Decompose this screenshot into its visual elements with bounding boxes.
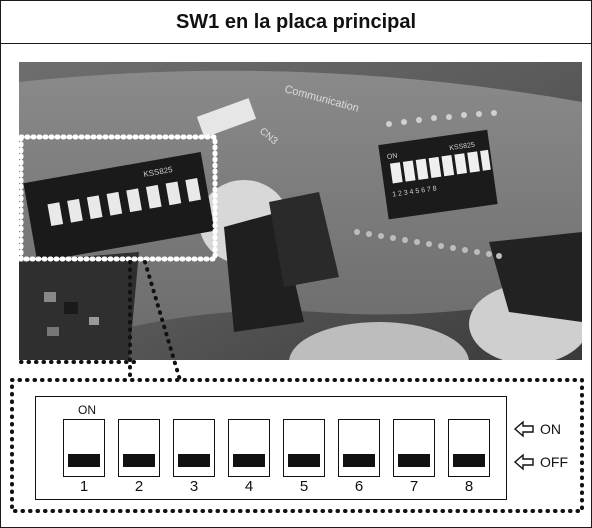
dip-switch-knob	[123, 454, 155, 467]
dip-switch-2	[118, 419, 160, 477]
connector	[196, 98, 257, 138]
dip-switch-1	[63, 419, 105, 477]
dip-switch-8	[448, 419, 490, 477]
dip-switch-number: 5	[299, 478, 309, 495]
legend-on-label: ON	[540, 421, 561, 437]
dip-switch-knob	[288, 454, 320, 467]
legend-off-row: OFF	[513, 451, 568, 473]
svg-text:ON: ON	[387, 153, 398, 161]
dip-switch-number: 3	[189, 478, 199, 495]
dip-switch-6	[338, 419, 380, 477]
dip-switch-5	[283, 419, 325, 477]
left-dip-switch: KSS825	[23, 151, 215, 263]
switch-legend: ON OFF	[513, 418, 583, 478]
dip-switch-knob	[233, 454, 265, 467]
dip-switch-knob	[178, 454, 210, 467]
dip-switch-number: 6	[354, 478, 364, 495]
svg-text:KSS825: KSS825	[449, 142, 476, 153]
dip-switch-diagram: ON 1 2 3 4 5 6 7 8	[35, 396, 507, 500]
dip-switch-number: 4	[244, 478, 254, 495]
dip-switch-4	[228, 419, 270, 477]
dip-switch-knob	[68, 454, 100, 467]
dip-switch-3	[173, 419, 215, 477]
figure-title: SW1 en la placa principal	[1, 1, 591, 44]
right-pins	[386, 110, 497, 127]
dip-switch-knob	[343, 454, 375, 467]
pcb-photo: Communication CN3 ON KSS825 1 2 3 4 5 6 …	[19, 62, 582, 360]
diagram-callout-box	[10, 378, 584, 513]
legend-off-label: OFF	[540, 454, 568, 470]
dip-switch-knob	[453, 454, 485, 467]
dip-switch-number: 1	[79, 478, 89, 495]
dip-switch-number: 7	[409, 478, 419, 495]
diagram-on-label: ON	[78, 403, 96, 417]
header-pins	[354, 229, 502, 259]
right-dip-switch: ON KSS825 1 2 3 4 5 6 7 8	[378, 129, 498, 220]
dip-switch-number: 8	[464, 478, 474, 495]
dip-switch-knob	[398, 454, 430, 467]
highlight-box	[19, 134, 218, 262]
dip-switch-number: 2	[134, 478, 144, 495]
arrow-left-icon	[513, 453, 534, 471]
dip-switch-7	[393, 419, 435, 477]
legend-on-row: ON	[513, 418, 561, 440]
arrow-left-icon	[513, 420, 534, 438]
